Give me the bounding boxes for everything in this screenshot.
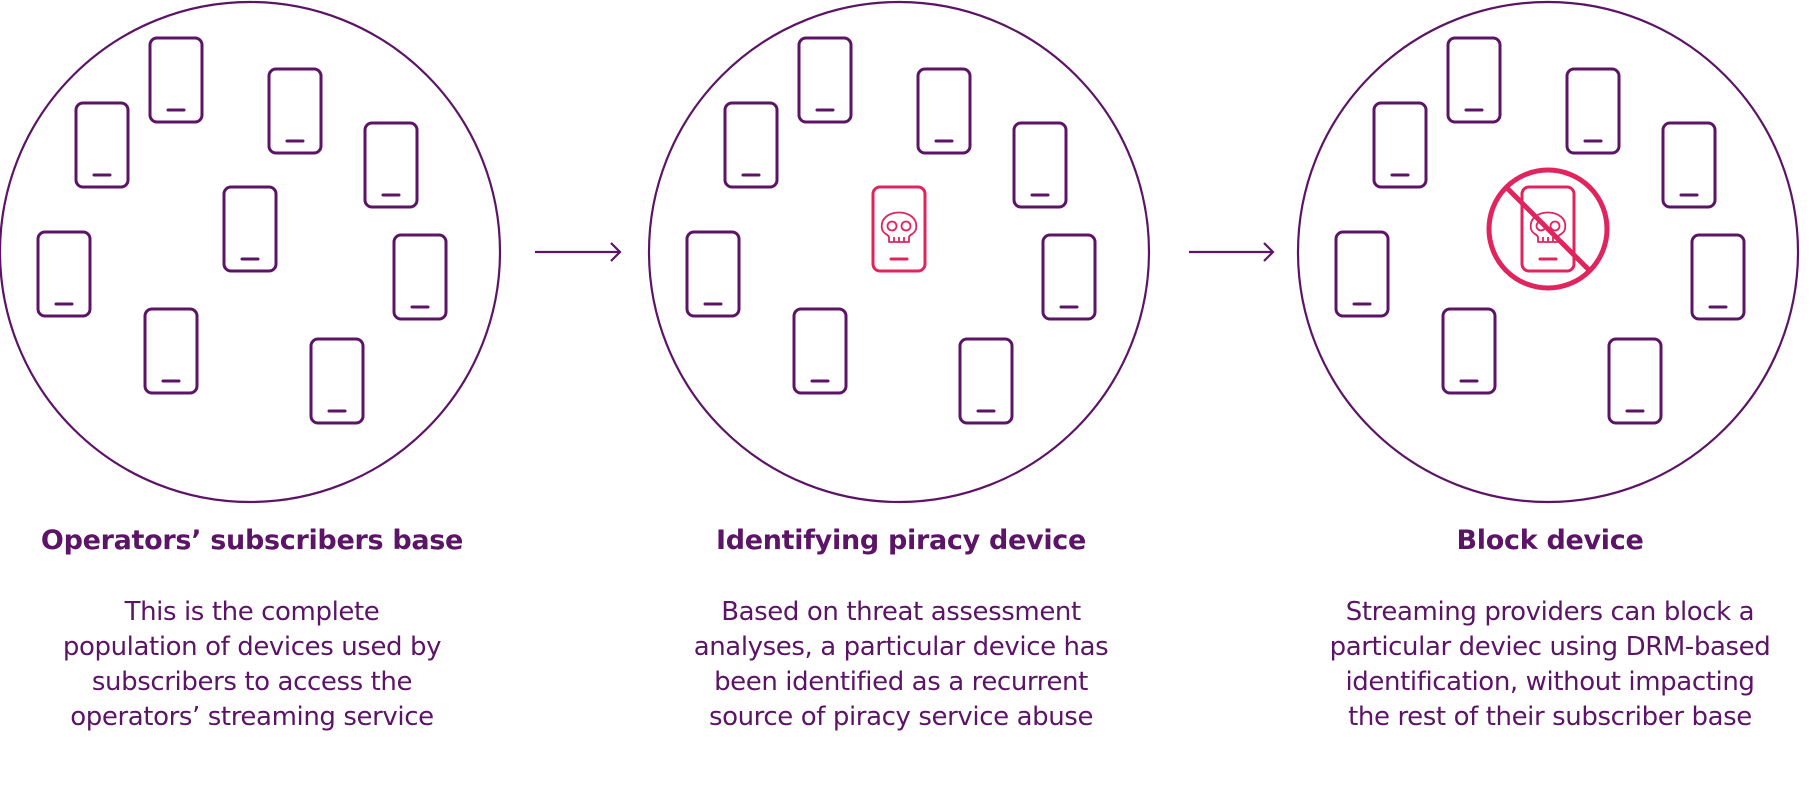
phone-icon (309, 337, 365, 425)
skull-icon (881, 211, 917, 243)
panel-1-description-line: population of devices used by (62, 632, 442, 662)
phone-icon (1441, 307, 1497, 395)
prohibited-icon (1486, 167, 1610, 291)
panel-1-description-line: This is the complete (124, 597, 380, 627)
phone-icon (1446, 36, 1502, 124)
panel-1-description-line: subscribers to access the (91, 667, 413, 697)
phone-icon (1041, 233, 1097, 321)
phone-icon (958, 337, 1014, 425)
panel-2-description-line: been identified as a recurrent (714, 667, 1088, 697)
panel-3-description-line: identification, without impacting (1345, 667, 1755, 697)
phone-icon (36, 230, 92, 318)
panel-1-description: This is the complete population of devic… (0, 595, 512, 735)
piracy-phone-icon (871, 185, 927, 273)
phone-icon (1334, 230, 1390, 318)
phone-icon (1565, 67, 1621, 155)
phone-icon (1690, 233, 1746, 321)
panel-1-graphic (0, 0, 502, 504)
arrow-right-icon (1189, 242, 1275, 262)
panel-2-description-line: Based on threat assessment (721, 597, 1081, 627)
panel-2-title: Identifying piracy device (715, 525, 1087, 556)
phone-icon (1372, 101, 1428, 189)
phone-icon (792, 307, 848, 395)
phone-icon (143, 307, 199, 395)
panel-1-description-line: operators’ streaming service (70, 702, 434, 732)
panel-3-description: Streaming providers can block a particul… (1290, 595, 1810, 735)
panel-2-description-line: analyses, a particular device has (693, 632, 1109, 662)
phone-icon (392, 233, 448, 321)
subscriber-base-circle (647, 0, 1151, 504)
phone-icon (363, 121, 419, 209)
panel-1-title: Operators’ subscribers base (40, 525, 464, 556)
panel-3-graphic (1296, 0, 1800, 504)
phone-icon (1661, 121, 1717, 209)
phone-icon (267, 67, 323, 155)
phone-icon (74, 101, 130, 189)
subscriber-base-circle (0, 0, 502, 504)
panel-3-description-line: the rest of their subscriber base (1348, 702, 1752, 732)
panel-3-description-line: Streaming providers can block a (1345, 597, 1755, 627)
panel-3-description-line: particular deviec using DRM-based (1329, 632, 1771, 662)
panel-2-description-line: source of piracy service abuse (708, 702, 1094, 732)
panel-2-description: Based on threat assessment analyses, a p… (641, 595, 1161, 735)
phone-icon (1012, 121, 1068, 209)
panel-2-graphic (647, 0, 1151, 504)
subscriber-base-circle (1296, 0, 1800, 504)
phone-icon (797, 36, 853, 124)
phone-icon (148, 36, 204, 124)
phone-icon (916, 67, 972, 155)
arrow-right-icon (535, 242, 622, 262)
panel-3-title: Block device (1456, 525, 1644, 556)
phone-icon (1607, 337, 1663, 425)
phone-icon (222, 185, 278, 273)
piracy-phone-icon (1520, 185, 1576, 273)
phone-icon (685, 230, 741, 318)
phone-icon (723, 101, 779, 189)
